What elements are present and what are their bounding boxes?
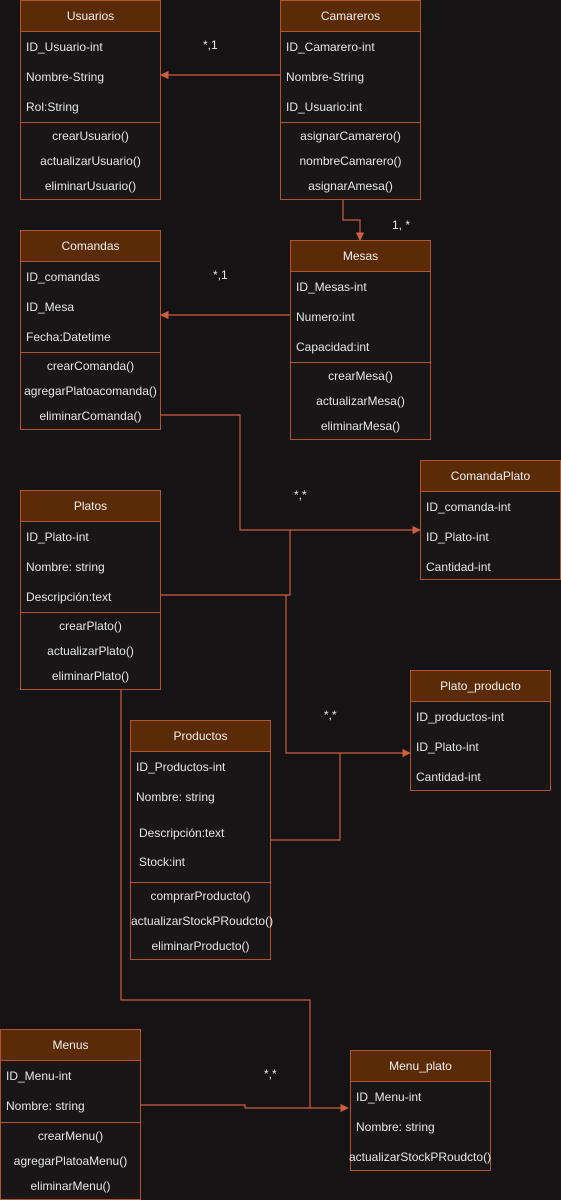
class-comandas-title: Comandas — [21, 231, 160, 262]
attribute: Descripción:text — [26, 590, 112, 604]
attribute: Capacidad:int — [296, 340, 370, 354]
attribute: actualizarStockPRoudcto() — [349, 1150, 492, 1164]
method: crearMenu() — [37, 1129, 104, 1143]
attribute: Nombre-String — [286, 70, 365, 84]
method: crearPlato() — [59, 619, 122, 633]
edge-productos-plato-producto — [271, 753, 341, 841]
class-menus-title: Menus — [1, 1030, 140, 1061]
method: actualizarMesa() — [316, 394, 405, 408]
class-comandas: Comandas ID_comandas ID_Mesa Fecha:Datet… — [20, 230, 161, 430]
method: comprarProducto() — [150, 889, 251, 903]
class-comandaplato-attributes: ID_comanda-int ID_Plato-int Cantidad-int — [421, 492, 560, 581]
attribute: Cantidad-int — [426, 560, 491, 574]
class-comandaplato: ComandaPlato ID_comanda-int ID_Plato-int… — [420, 460, 561, 580]
attribute: ID_comanda-int — [426, 500, 511, 514]
edge-platos-comandaplato — [161, 530, 291, 596]
class-productos-attributes: ID_Productos-int Nombre: string Descripc… — [131, 752, 270, 883]
multiplicity-menu-plato: *,* — [264, 1067, 277, 1081]
class-usuarios: Usuarios ID_Usuario-int Nombre-String Ro… — [20, 0, 161, 200]
method: nombreCamarero() — [299, 154, 402, 168]
class-comandas-attributes: ID_comandas ID_Mesa Fecha:Datetime — [21, 262, 160, 353]
class-platos: Platos ID_Plato-int Nombre: string Descr… — [20, 490, 161, 690]
method: crearComanda() — [46, 359, 135, 373]
class-mesas: Mesas ID_Mesas-int Numero:int Capacidad:… — [290, 240, 431, 440]
attribute: Nombre: string — [136, 790, 215, 804]
attribute: ID_productos-int — [416, 710, 505, 724]
class-productos-title: Productos — [131, 721, 270, 752]
attribute: Rol:String — [26, 100, 79, 114]
attribute: ID_Productos-int — [136, 760, 226, 774]
multiplicity-camareros-mesas: 1, * — [392, 218, 411, 232]
multiplicity-mesas-comandas: *,1 — [213, 268, 228, 282]
attribute: ID_Menu-int — [356, 1090, 422, 1104]
edge-comandas-comandaplato — [161, 414, 421, 535]
method: asignarCamarero() — [300, 129, 401, 143]
class-usuarios-title: Usuarios — [21, 1, 160, 32]
attribute: Stock:int — [139, 855, 186, 869]
class-comandaplato-title: ComandaPlato — [421, 461, 560, 492]
class-productos: Productos ID_Productos-int Nombre: strin… — [130, 720, 274, 960]
attribute: Nombre: string — [356, 1120, 435, 1134]
attribute: ID_Camarero-int — [286, 40, 375, 54]
attribute: Nombre-String — [26, 70, 105, 84]
method: eliminarProducto() — [151, 939, 250, 953]
class-mesas-title: Mesas — [291, 241, 430, 272]
edge-platos-menu-plato — [120, 690, 349, 1113]
attribute: Numero:int — [296, 310, 355, 324]
method: actualizarPlato() — [47, 644, 134, 658]
attribute: Descripción:text — [139, 826, 225, 840]
class-platos-attributes: ID_Plato-int Nombre: string Descripción:… — [21, 522, 160, 613]
method: eliminarUsuario() — [44, 179, 137, 193]
attribute: ID_Usuario:int — [286, 100, 363, 114]
class-plato-producto-attributes: ID_productos-int ID_Plato-int Cantidad-i… — [411, 702, 550, 792]
attribute: ID_Plato-int — [426, 530, 489, 544]
method: eliminarComanda() — [39, 409, 142, 423]
attribute: ID_Mesas-int — [296, 280, 367, 294]
class-menu-plato: Menu_plato ID_Menu-int Nombre: string ac… — [349, 1050, 492, 1172]
method: agregarPlatoaMenu() — [13, 1154, 128, 1168]
attribute: ID_Mesa — [26, 300, 75, 314]
class-plato-producto: Plato_producto ID_productos-int ID_Plato… — [410, 670, 551, 791]
edge-menus-menu-plato — [141, 1104, 310, 1109]
method: agregarPlatoacomanda() — [24, 384, 157, 398]
method: eliminarMesa() — [320, 419, 401, 433]
method: actualizarUsuario() — [40, 154, 141, 168]
attribute: ID_Plato-int — [26, 530, 89, 544]
attribute: ID_Plato-int — [416, 740, 479, 754]
edge-platos-plato-producto — [285, 595, 411, 758]
attribute: ID_Usuario-int — [26, 40, 103, 54]
attribute: Nombre: string — [26, 560, 105, 574]
multiplicity-plato-producto: *,* — [324, 708, 337, 722]
class-menu-plato-title: Menu_plato — [351, 1051, 490, 1082]
attribute: Fecha:Datetime — [26, 330, 111, 344]
method: asignarAmesa() — [308, 179, 393, 193]
attribute: ID_Menu-int — [6, 1069, 72, 1083]
attribute: ID_comandas — [26, 270, 101, 284]
class-camareros-title: Camareros — [281, 1, 420, 32]
attribute: Nombre: string — [6, 1099, 85, 1113]
class-mesas-attributes: ID_Mesas-int Numero:int Capacidad:int — [291, 272, 430, 363]
class-menu-plato-attributes: ID_Menu-int Nombre: string actualizarSto… — [349, 1082, 492, 1172]
edge-camareros-mesas — [342, 200, 365, 241]
class-menus-attributes: ID_Menu-int Nombre: string — [1, 1061, 140, 1123]
class-camareros: Camareros ID_Camarero-int Nombre-String … — [280, 0, 421, 200]
class-platos-title: Platos — [21, 491, 160, 522]
method: eliminarMenu() — [30, 1179, 111, 1193]
class-menus: Menus ID_Menu-int Nombre: string crearMe… — [0, 1029, 141, 1200]
multiplicity-camareros-usuarios: *,1 — [203, 38, 218, 52]
attribute: Cantidad-int — [416, 770, 481, 784]
class-plato-producto-title: Plato_producto — [411, 671, 550, 702]
multiplicity-comandaplato: *,* — [294, 488, 307, 502]
method: crearUsuario() — [52, 129, 129, 143]
class-usuarios-attributes: ID_Usuario-int Nombre-String Rol:String — [21, 32, 160, 123]
class-camareros-attributes: ID_Camarero-int Nombre-String ID_Usuario… — [281, 32, 420, 123]
method: eliminarPlato() — [51, 669, 130, 683]
method: actualizarStockPRoudcto() — [131, 914, 274, 928]
method: crearMesa() — [328, 369, 393, 383]
